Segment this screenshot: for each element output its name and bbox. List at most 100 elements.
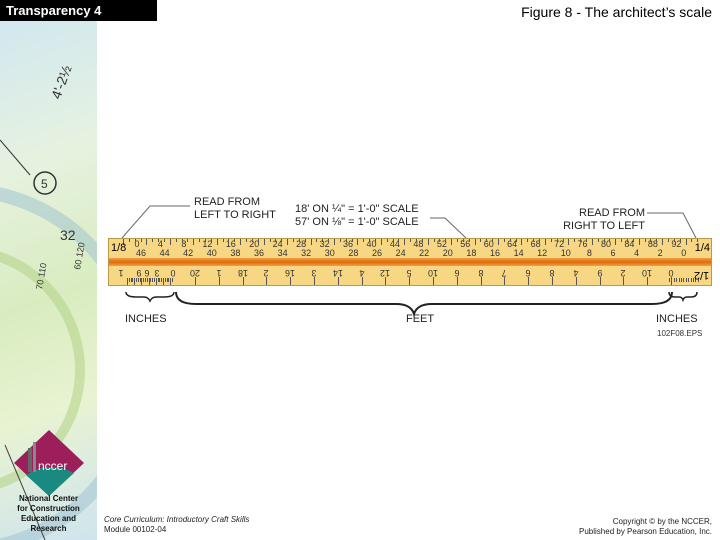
inch-tick bbox=[669, 278, 670, 282]
inch-tick bbox=[148, 278, 150, 285]
bottom-tick bbox=[599, 277, 601, 285]
left-end-fraction: 1/8 bbox=[111, 242, 127, 254]
top-tick bbox=[322, 239, 324, 242]
bottom-tick bbox=[266, 277, 268, 285]
callout-line: READ FROM bbox=[194, 196, 260, 208]
top-tick bbox=[281, 239, 283, 242]
inch-tick bbox=[678, 278, 680, 282]
top-tick bbox=[240, 239, 242, 245]
bottom-tick bbox=[314, 277, 315, 285]
lower-scale-number: 42 bbox=[183, 248, 194, 258]
lower-scale-number: 18 bbox=[466, 248, 477, 258]
top-tick bbox=[679, 239, 681, 242]
top-tick bbox=[621, 239, 623, 242]
callout-scale: 18' ON ¼" = 1'-0" SCALE 57' ON ⅛" = 1'-0… bbox=[295, 203, 419, 229]
lower-scale-number: 38 bbox=[230, 248, 241, 258]
upper-scale-number: 48 bbox=[413, 239, 424, 249]
bottom-right-fraction: 1/2 bbox=[693, 269, 709, 281]
top-tick bbox=[673, 239, 675, 242]
top-tick bbox=[345, 239, 347, 242]
inches-right-brace bbox=[668, 291, 698, 303]
top-tick bbox=[556, 239, 558, 242]
publisher-line: Published by Pearson Education, Inc. bbox=[579, 527, 712, 536]
upper-scale-number: 56 bbox=[460, 239, 471, 249]
top-tick bbox=[521, 239, 523, 245]
top-tick bbox=[433, 239, 435, 242]
upper-scale-number: 84 bbox=[624, 239, 635, 249]
bottom-tick bbox=[195, 277, 196, 285]
lower-scale-number: 0 bbox=[681, 248, 687, 258]
inch-tick bbox=[152, 278, 154, 282]
copyright: Copyright © by the NCCER, Published by P… bbox=[579, 517, 712, 537]
top-tick bbox=[257, 239, 259, 242]
lower-scale-number: 28 bbox=[348, 248, 359, 258]
top-tick bbox=[568, 239, 570, 245]
inch-tick bbox=[168, 278, 170, 282]
top-tick bbox=[626, 239, 628, 242]
top-tick bbox=[328, 239, 330, 242]
upper-scale-number: 76 bbox=[577, 239, 588, 249]
upper-scale-number: 40 bbox=[366, 239, 377, 249]
bottom-tick bbox=[647, 277, 649, 285]
inches-left-brace bbox=[125, 291, 175, 303]
nccer-logo: nccer bbox=[14, 430, 84, 501]
top-tick bbox=[632, 239, 634, 242]
top-tick bbox=[363, 239, 365, 242]
lower-scale-number: 30 bbox=[324, 248, 335, 258]
inch-tick bbox=[154, 278, 155, 282]
top-tick bbox=[603, 239, 605, 242]
top-tick bbox=[234, 239, 236, 242]
upper-scale-number: 64 bbox=[507, 239, 518, 249]
lower-scale-number: 46 bbox=[135, 248, 147, 258]
top-tick bbox=[123, 239, 124, 245]
top-tick bbox=[638, 239, 640, 245]
top-tick bbox=[597, 239, 599, 242]
bottom-tick bbox=[290, 277, 292, 285]
top-tick bbox=[193, 239, 195, 245]
bottom-tick bbox=[528, 277, 530, 285]
top-tick bbox=[292, 239, 294, 242]
bottom-tick bbox=[433, 277, 434, 285]
top-tick bbox=[398, 239, 400, 242]
top-tick bbox=[187, 239, 189, 242]
upper-scale-number: 80 bbox=[600, 239, 612, 249]
lower-scale-number: 24 bbox=[395, 248, 406, 258]
top-tick bbox=[498, 239, 500, 245]
lower-scale-number: 14 bbox=[513, 248, 524, 258]
top-tick bbox=[609, 239, 611, 242]
bottom-tick bbox=[242, 277, 244, 285]
top-tick bbox=[128, 239, 130, 242]
lower-scale-number: 34 bbox=[277, 248, 288, 258]
callout-line: READ FROM bbox=[579, 207, 645, 219]
inch-tick bbox=[166, 278, 168, 282]
upper-scale-number: 88 bbox=[647, 239, 658, 249]
inch-tick bbox=[697, 278, 699, 282]
bottom-tick bbox=[575, 277, 577, 285]
org-line: Research bbox=[30, 524, 67, 533]
inches-right-label: INCHES bbox=[656, 313, 698, 325]
top-tick bbox=[439, 239, 441, 242]
upper-scale-number: 72 bbox=[554, 239, 565, 249]
top-tick bbox=[539, 239, 541, 242]
svg-text:5: 5 bbox=[41, 177, 48, 191]
top-tick bbox=[251, 239, 253, 242]
top-tick bbox=[357, 239, 359, 245]
bottom-tick bbox=[671, 277, 672, 285]
top-tick bbox=[503, 239, 505, 242]
top-tick bbox=[410, 239, 412, 242]
upper-scale-number: 36 bbox=[343, 239, 354, 249]
org-line: National Center bbox=[18, 494, 79, 503]
inch-tick bbox=[137, 278, 139, 282]
inch-tick bbox=[695, 278, 697, 282]
top-tick bbox=[246, 239, 248, 242]
bottom-tick bbox=[480, 277, 482, 285]
top-tick bbox=[216, 239, 218, 245]
top-tick bbox=[316, 239, 318, 242]
inch-tick bbox=[134, 278, 136, 285]
bottom-tick bbox=[409, 277, 411, 285]
top-tick bbox=[462, 239, 464, 242]
top-tick bbox=[615, 239, 617, 245]
top-tick bbox=[533, 239, 535, 242]
callout-right-to-left: READ FROM RIGHT TO LEFT bbox=[558, 207, 645, 233]
